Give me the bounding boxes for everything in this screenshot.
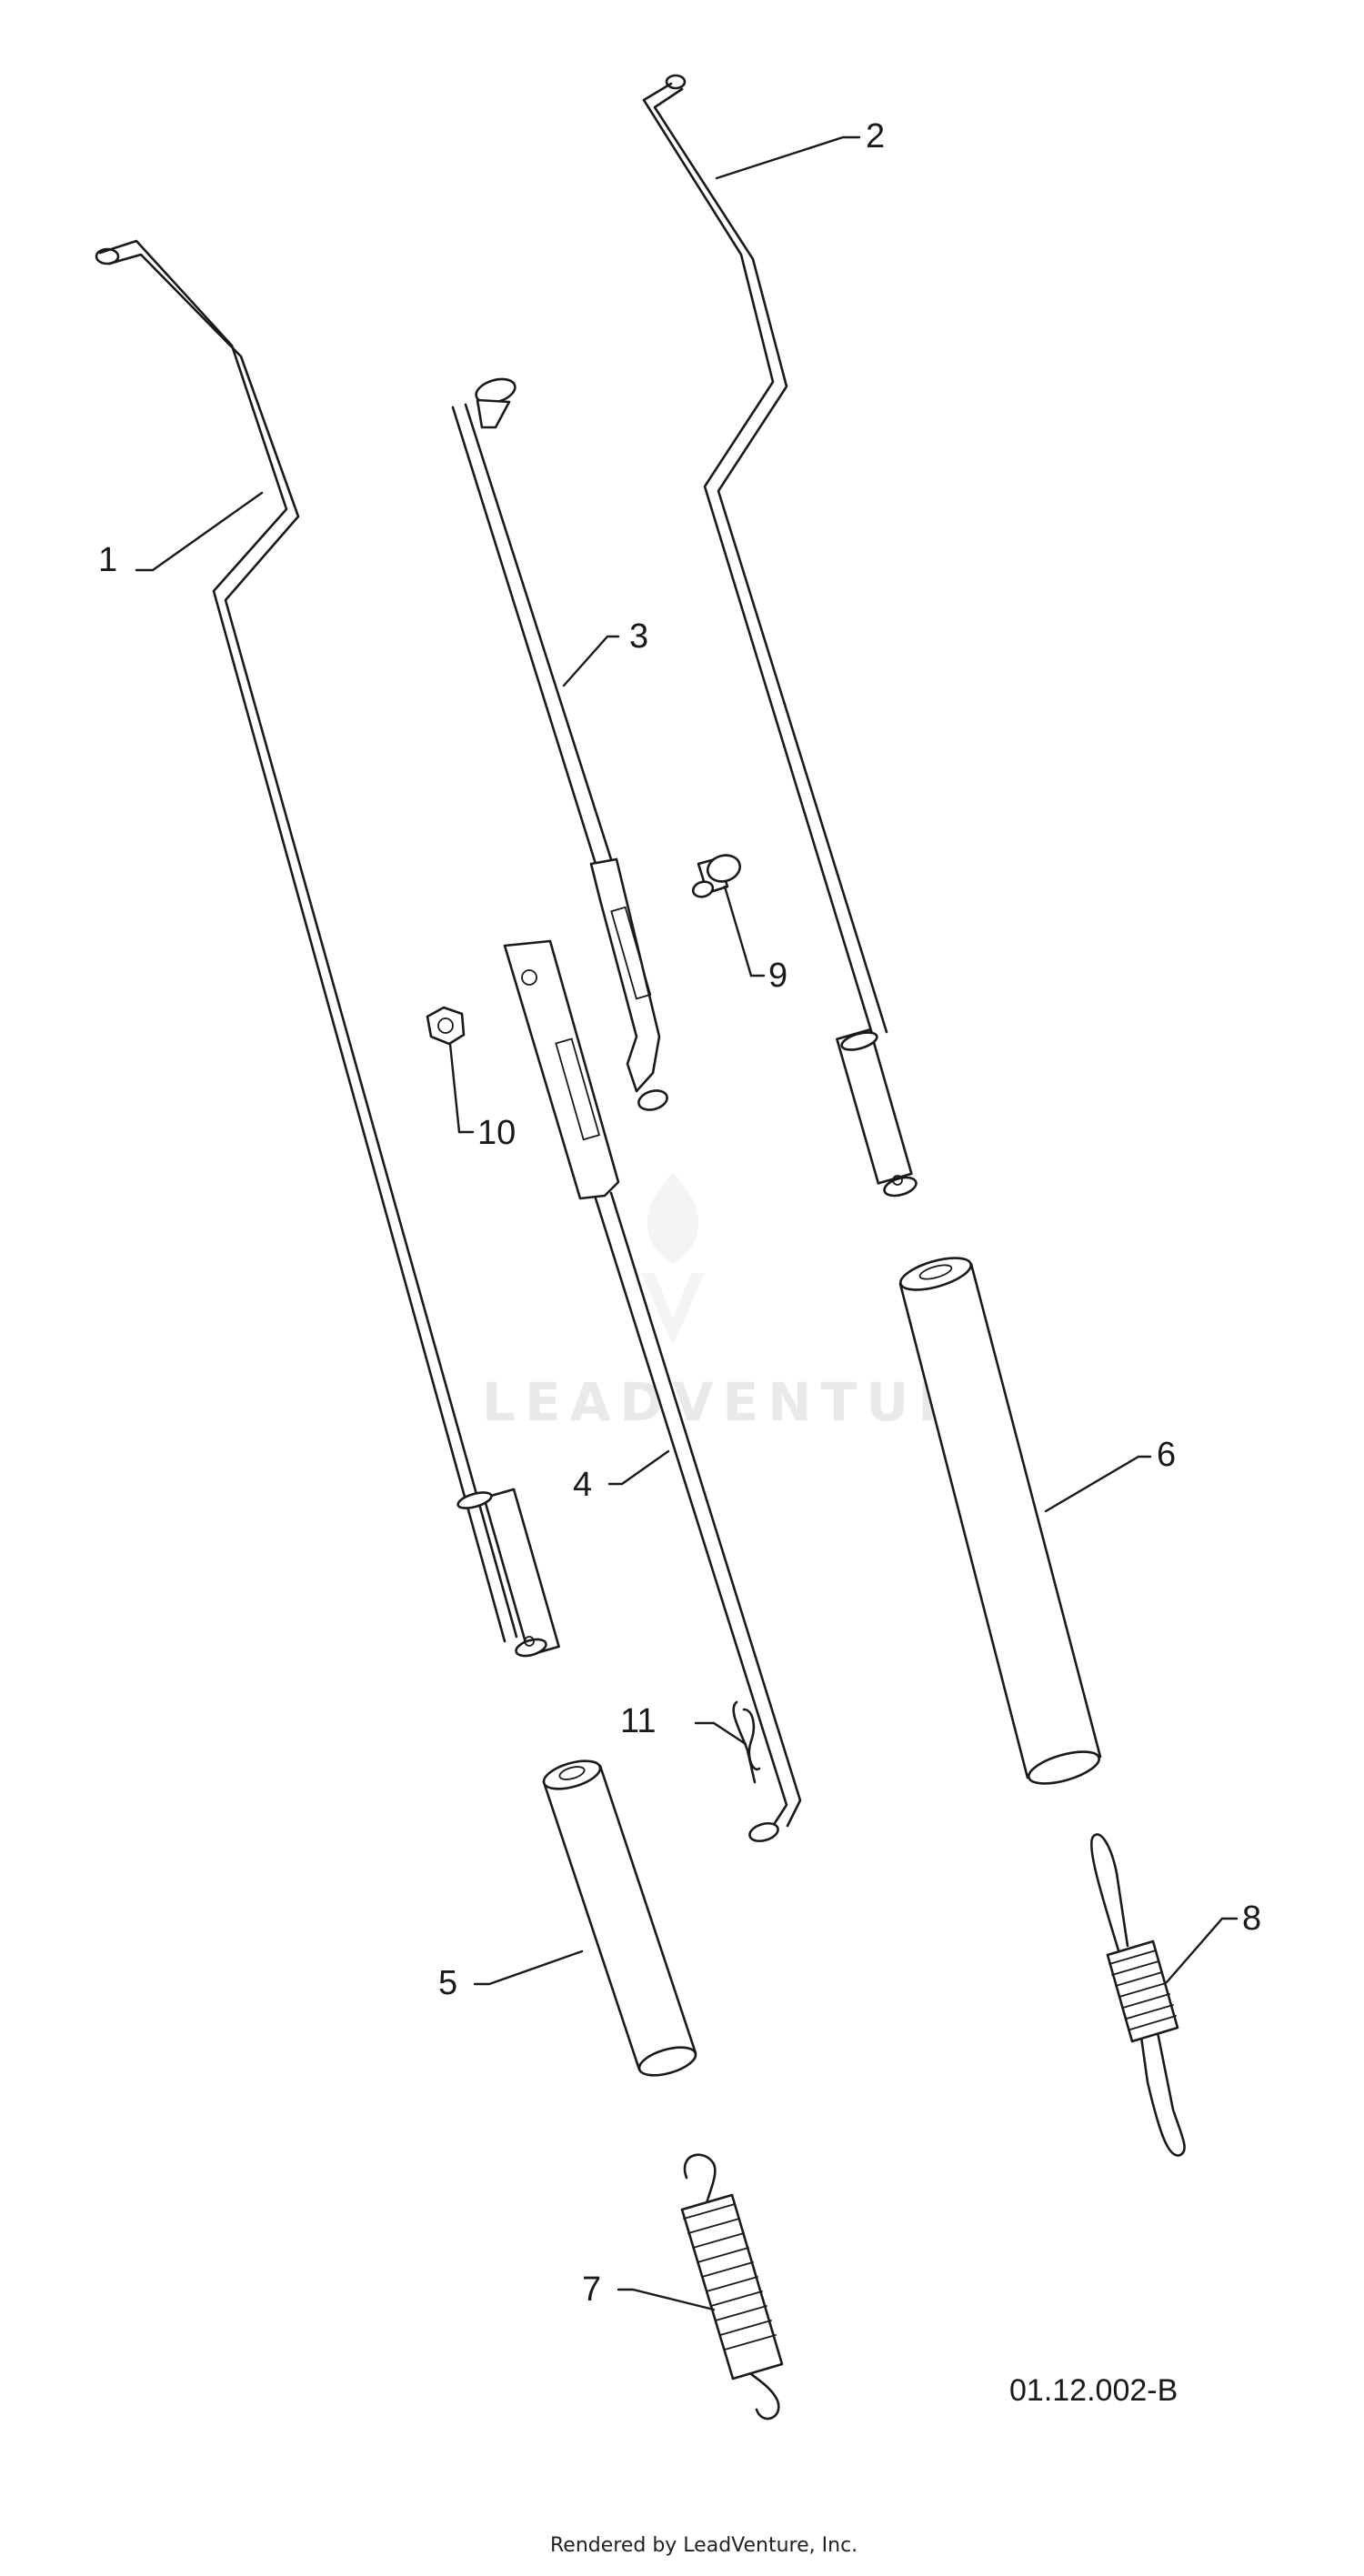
leader-lines: [135, 135, 1239, 2311]
part-3-linkage-rod[interactable]: [451, 375, 669, 1113]
watermark-text: LEADVENTURE: [482, 1371, 1013, 1433]
leader-3: [562, 635, 620, 687]
part-4-linkage-rod[interactable]: [503, 939, 802, 1844]
callout-5: 5: [438, 1964, 457, 2002]
leader-10: [448, 1042, 475, 1134]
part-9-pin[interactable]: [691, 852, 743, 899]
leader-8: [1165, 1917, 1239, 1984]
leader-7: [617, 2288, 716, 2311]
spring-7-coils: [683, 2203, 777, 2350]
part-2-control-rod[interactable]: [642, 74, 918, 1199]
footer-credit: Rendered by LeadVenture, Inc.: [550, 2534, 858, 2557]
callout-8: 8: [1242, 1899, 1261, 1938]
part-5-tube[interactable]: [541, 1756, 699, 2081]
callout-4: 4: [573, 1466, 592, 1504]
flame-v-logo-icon: [641, 1173, 705, 1346]
spring-8-coils: [1108, 1950, 1177, 2030]
part-7-spring[interactable]: [680, 2153, 784, 2421]
callout-3: 3: [629, 617, 648, 656]
leader-2: [715, 135, 861, 180]
callout-7: 7: [582, 2270, 601, 2309]
callout-9: 9: [768, 957, 787, 995]
leader-9: [723, 885, 766, 977]
diagram-code: 01.12.002-B: [1009, 2373, 1178, 2408]
callouts: 1 2 3 4 5 6 7 8 9 10 11: [98, 117, 1261, 2309]
leader-6: [1044, 1455, 1152, 1513]
leader-11: [694, 1721, 747, 1746]
leader-1: [135, 491, 264, 572]
callout-10: 10: [477, 1114, 516, 1152]
leader-4: [607, 1449, 670, 1486]
part-1-control-rod[interactable]: [95, 239, 560, 1659]
part-8-spring[interactable]: [1089, 1833, 1186, 2157]
callout-6: 6: [1157, 1436, 1176, 1474]
part-10-nut[interactable]: [426, 1006, 466, 1046]
part-6-tube[interactable]: [898, 1252, 1103, 1790]
watermark: LEADVENTURE: [482, 1173, 1013, 1433]
callout-1: 1: [98, 541, 117, 579]
callout-11: 11: [620, 1702, 656, 1740]
callout-2: 2: [866, 117, 885, 155]
leader-5: [473, 1950, 584, 1986]
part-11-clip[interactable]: [732, 1700, 761, 1784]
